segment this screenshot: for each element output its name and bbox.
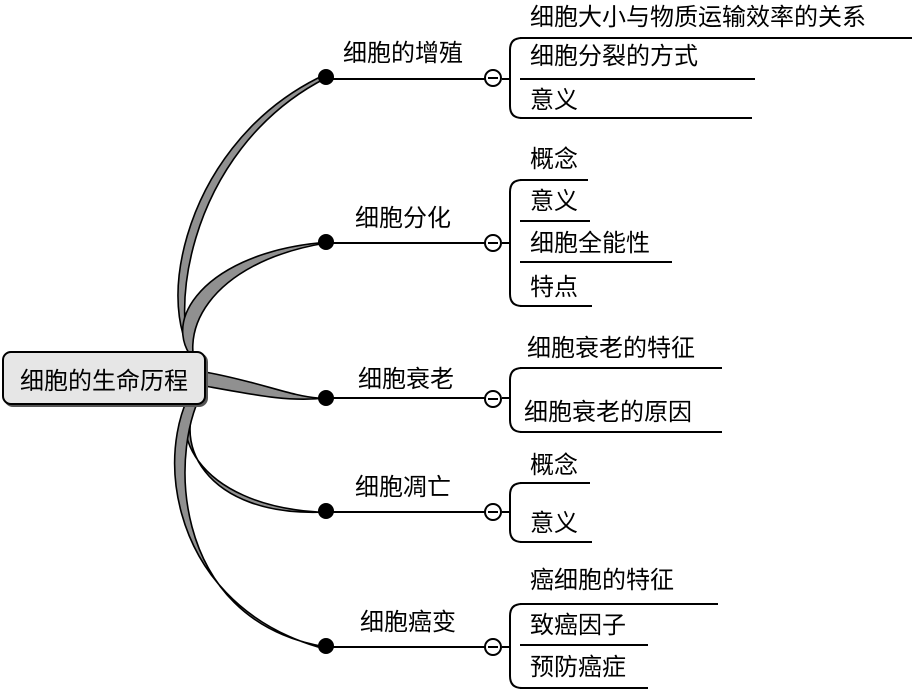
collapse-toggle-icon[interactable] [484,69,502,87]
leaf-label[interactable]: 癌细胞的特征 [530,566,674,594]
leaf-label[interactable]: 特点 [530,273,578,301]
branch-label-apoptosis[interactable]: 细胞凋亡 [355,473,451,501]
leaf-label[interactable]: 概念 [530,145,578,173]
leaf-label[interactable]: 致癌因子 [530,611,626,639]
leaf-label[interactable]: 意义 [530,86,578,114]
branch-label-differentiation[interactable]: 细胞分化 [355,204,451,232]
bracket-spine [509,179,523,307]
branch-node-dot [318,69,334,85]
collapse-toggle-icon[interactable] [484,503,502,521]
branch-connector [204,371,327,401]
branch-connector [173,371,327,648]
leaf-label[interactable]: 意义 [530,509,578,537]
leaf-label[interactable]: 细胞大小与物质运输效率的关系 [530,3,866,31]
branch-label-aging[interactable]: 细胞衰老 [358,365,454,393]
leaf-label[interactable]: 细胞全能性 [530,229,650,257]
collapse-toggle-icon[interactable] [484,638,502,656]
leaf-label[interactable]: 细胞衰老的原因 [524,398,692,426]
bracket-spine [509,603,523,689]
branch-node-dot [318,638,334,654]
bracket-spine [509,482,523,543]
branch-label-proliferation[interactable]: 细胞的增殖 [343,39,463,67]
leaf-label[interactable]: 细胞分裂的方式 [530,42,698,70]
leaf-label[interactable]: 概念 [530,451,578,479]
branch-label-canceration[interactable]: 细胞癌变 [360,608,456,636]
branch-node-dot [318,390,334,406]
bracket-spine [509,37,523,119]
bracket-spine [509,367,523,433]
leaf-label[interactable]: 预防癌症 [530,653,626,681]
branch-connector [177,77,327,389]
leaf-label[interactable]: 意义 [530,187,578,215]
root-node[interactable]: 细胞的生命历程 [2,351,206,405]
branch-node-dot [318,234,334,250]
collapse-toggle-icon[interactable] [484,234,502,252]
collapse-toggle-icon[interactable] [484,390,502,408]
leaf-label[interactable]: 细胞衰老的特征 [527,334,695,362]
branch-node-dot [318,503,334,519]
